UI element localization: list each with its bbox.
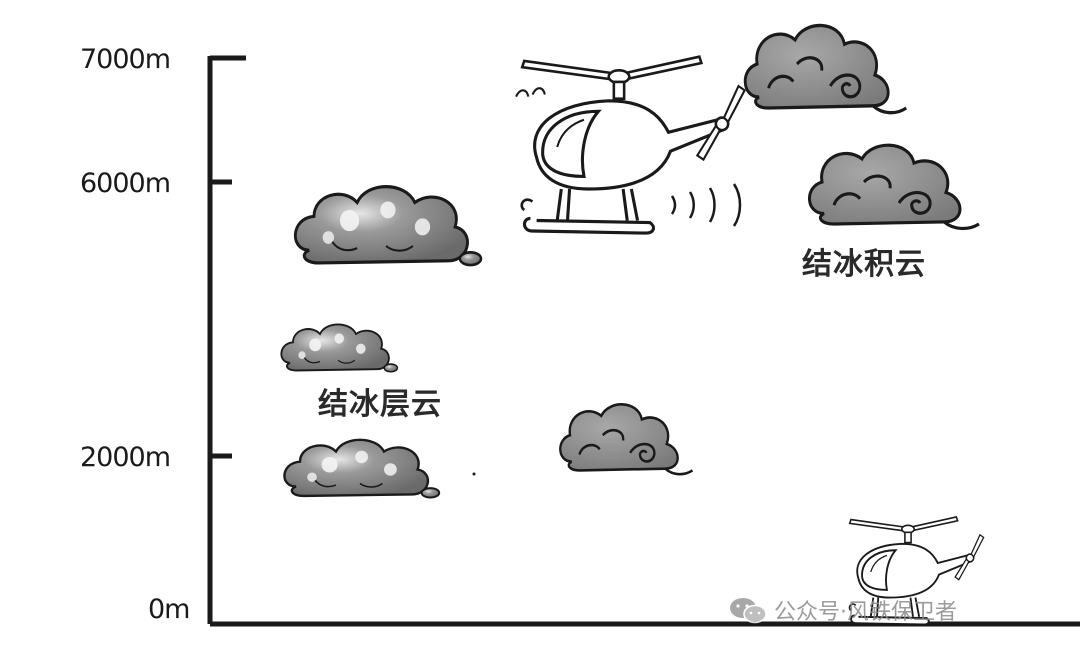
tick-label-2000: 2000m [80,442,170,473]
cumulus-cloud-top [743,23,908,115]
tick-label-0: 0m [148,594,189,625]
watermark-text: 公众号·风铁保卫者 [774,600,957,625]
stratus-cloud-upper [293,185,483,267]
cumulus-label: 结冰积云 [802,247,926,282]
stratus-label: 结冰层云 [318,387,442,422]
wechat-icon [730,598,767,624]
helicopter-main-icon [515,55,747,235]
cumulus-cloud-center [558,403,694,476]
watermark: 公众号·风铁保卫者 [728,594,957,626]
altitude-axis: 7000m 6000m 2000m 0m [80,44,1080,627]
vibration-marks [670,183,742,227]
stray-dot [472,472,476,476]
stratus-cloud-middle [280,323,399,373]
stratus-cloud-lower [283,438,441,499]
tick-label-7000: 7000m [80,44,170,75]
tick-label-6000: 6000m [80,168,170,199]
cumulus-cloud-right [807,143,981,231]
